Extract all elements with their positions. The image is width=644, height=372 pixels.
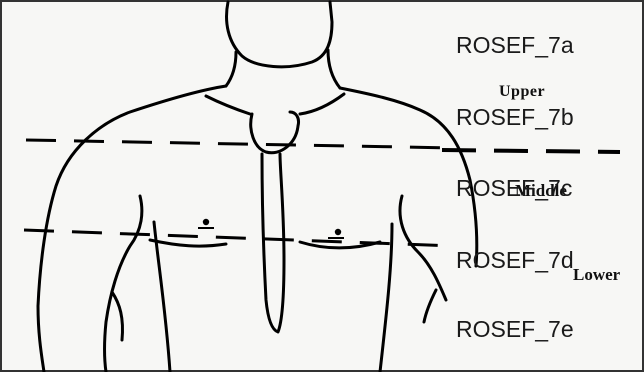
left-hip (112, 292, 123, 340)
head-outline (227, 2, 332, 67)
tie-body (262, 154, 284, 332)
right-torso-side (380, 224, 392, 372)
label-rosef-7a: ROSEF_7a (456, 34, 574, 57)
region-upper-label: Upper (499, 84, 545, 100)
upper-boundary-right (442, 150, 620, 152)
nipple-right (335, 229, 341, 235)
tie-knot (251, 112, 299, 153)
middle-boundary-left (24, 230, 454, 246)
label-rosef-7e: ROSEF_7e (456, 318, 574, 341)
right-hip (424, 290, 436, 322)
nipple-left (203, 219, 209, 225)
label-rosef-7c: ROSEF_7c (456, 177, 572, 200)
pec-left (150, 240, 226, 246)
region-lower-label: Lower (573, 266, 620, 283)
collar-right (300, 94, 344, 114)
neck-right (328, 50, 340, 88)
label-rosef-7b: ROSEF_7b (456, 106, 574, 129)
left-inner-arm (105, 196, 142, 372)
label-rosef-7d: ROSEF_7d (456, 249, 574, 272)
left-shoulder-arm (38, 86, 226, 372)
collar-left (206, 96, 250, 114)
neck-left (226, 52, 236, 86)
upper-boundary-left (26, 140, 456, 148)
right-inner-arm (400, 196, 446, 300)
